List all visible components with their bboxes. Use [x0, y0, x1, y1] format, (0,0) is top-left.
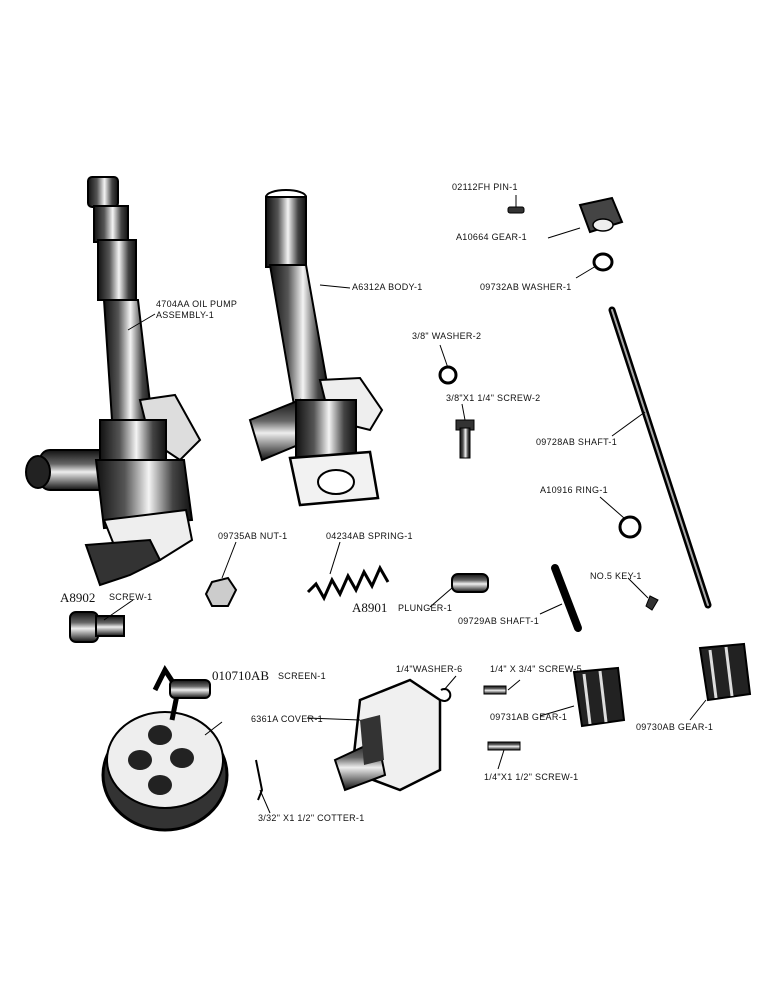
label-washer-38: 3/8" WASHER-2: [412, 331, 482, 341]
nut-drawing: [204, 576, 238, 607]
label-spring: 04234AB SPRING-1: [326, 531, 413, 541]
gear-09731ab-drawing: [572, 666, 626, 728]
label-plunger-text: PLUNGER-1: [398, 603, 453, 613]
label-shaft-short: 09729AB SHAFT-1: [458, 616, 540, 626]
label-shaft-long: 09728AB SHAFT-1: [536, 437, 618, 447]
key-drawing: [645, 595, 659, 611]
label-pin: 02112FH PIN-1: [452, 182, 518, 192]
label-nut: 09735AB NUT-1: [218, 531, 288, 541]
label-washer-14: 1/4"WASHER-6: [396, 664, 463, 674]
spring-drawing: [306, 564, 390, 602]
long-shaft-drawing: [608, 306, 712, 609]
screw-a8902-drawing: [69, 611, 125, 643]
leader-lines: [103, 195, 707, 814]
label-gear-09731: 09731AB GEAR-1: [490, 712, 568, 722]
cotter-drawing: [255, 759, 264, 801]
short-shaft-drawing: [551, 564, 582, 632]
label-oil-pump-assembly-line2: ASSEMBLY-1: [156, 310, 215, 320]
cover-drawing: [333, 678, 442, 792]
label-screw-14-34: 1/4" X 3/4" SCREW-5: [490, 664, 582, 674]
label-screw-a8902-number: A8902: [60, 590, 96, 605]
label-cotter: 3/32" X1 1/2" COTTER-1: [258, 813, 365, 823]
label-cover: 6361A COVER-1: [251, 714, 323, 724]
small-washer-drawing: [440, 688, 452, 702]
plunger-drawing: [451, 573, 489, 593]
screen-drawing: [101, 664, 229, 832]
label-screw-a8902-text: SCREW-1: [109, 592, 153, 602]
washer-and-screw-drawing: [438, 365, 475, 459]
label-key: NO.5 KEY-1: [590, 571, 642, 581]
gear-09730ab-drawing: [698, 642, 752, 702]
label-gear-top: A10664 GEAR-1: [456, 232, 527, 242]
label-screen-text: SCREEN-1: [278, 671, 326, 681]
label-screw-38: 3/8"X1 1/4" SCREW-2: [446, 393, 541, 403]
small-top-parts-drawing: [507, 196, 624, 272]
label-screen-number: 010710AB: [212, 668, 270, 683]
oil-pump-assembly-drawing: [25, 176, 202, 587]
label-oil-pump-assembly-line1: 4704AA OIL PUMP: [156, 299, 238, 309]
ring-drawing: [618, 515, 642, 539]
label-washer-top: 09732AB WASHER-1: [480, 282, 572, 292]
label-screw-14-112: 1/4"X1 1/2" SCREW-1: [484, 772, 579, 782]
pump-body-drawing: [248, 189, 384, 507]
label-gear-09730: 09730AB GEAR-1: [636, 722, 714, 732]
label-ring: A10916 RING-1: [540, 485, 608, 495]
label-plunger-number: A8901: [352, 600, 388, 615]
label-body: A6312A BODY-1: [352, 282, 423, 292]
